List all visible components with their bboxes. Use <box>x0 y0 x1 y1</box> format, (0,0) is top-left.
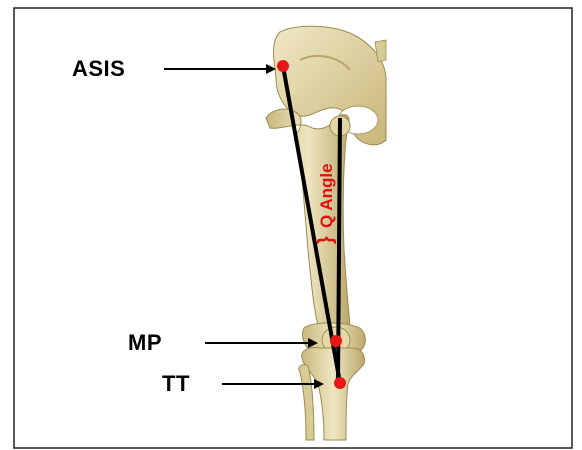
fibula-bone-icon <box>299 365 314 440</box>
asis-marker <box>277 60 289 72</box>
femur-bone-icon <box>266 109 365 352</box>
mp-label: MP <box>128 332 162 354</box>
mp-arrow <box>205 338 318 348</box>
asis-arrow <box>164 64 276 74</box>
tt-label: TT <box>162 373 190 395</box>
asis-label: ASIS <box>72 58 125 80</box>
q-angle-label: Q Angle <box>317 163 336 228</box>
tt-marker <box>334 377 346 389</box>
angle-mark: } <box>315 236 337 244</box>
mp-marker <box>330 335 342 347</box>
